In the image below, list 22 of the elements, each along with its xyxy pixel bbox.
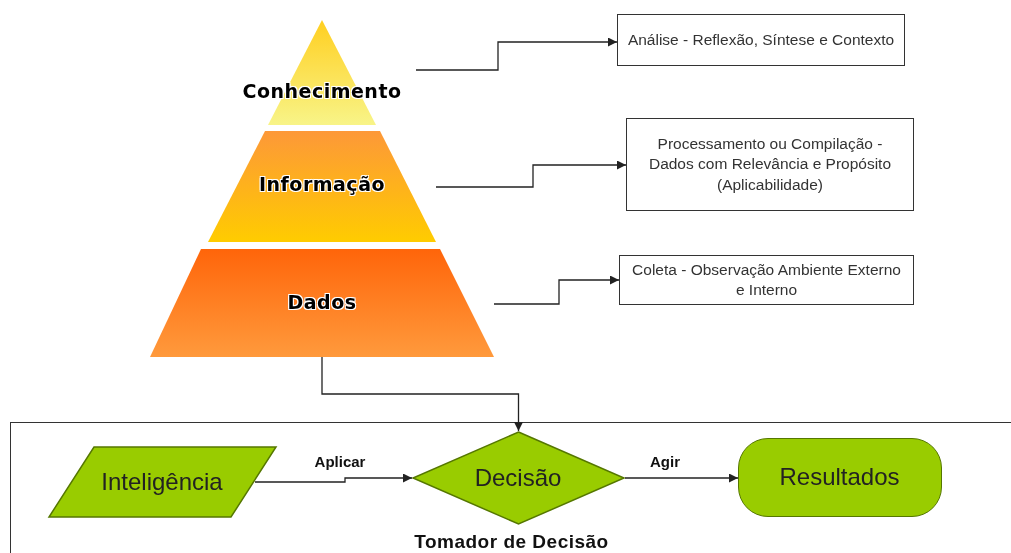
description-box <box>619 255 914 305</box>
connector-arrow <box>435 160 627 188</box>
edge-label: Agir <box>648 453 682 470</box>
connector-arrow <box>254 473 413 483</box>
connector-arrow <box>624 473 739 483</box>
step-label: Decisão <box>474 463 562 492</box>
step-label: Resultados <box>779 463 900 491</box>
pyramid-level-label: Informação <box>257 173 386 195</box>
result-terminator <box>737 437 942 517</box>
pyramid-level-label: Dados <box>286 291 358 313</box>
description-text: Processamento ou Compilação - Dados com Relevância e Propósito (Aplicabilidade) <box>647 134 893 195</box>
step-label: Inteligência <box>101 467 223 496</box>
frame-title: Tomador de Decisão <box>413 531 610 553</box>
decision-maker-frame <box>10 422 1011 553</box>
connector-arrow <box>321 356 523 432</box>
connector-arrow <box>415 37 618 71</box>
description-box <box>617 14 905 66</box>
connector-arrow <box>493 275 620 305</box>
edge-label: Aplicar <box>312 453 368 470</box>
description-text: Análise - Reflexão, Síntese e Contexto <box>627 29 895 50</box>
description-text: Coleta - Observação Ambiente Externo e Interno <box>631 259 902 300</box>
description-box <box>626 118 914 211</box>
